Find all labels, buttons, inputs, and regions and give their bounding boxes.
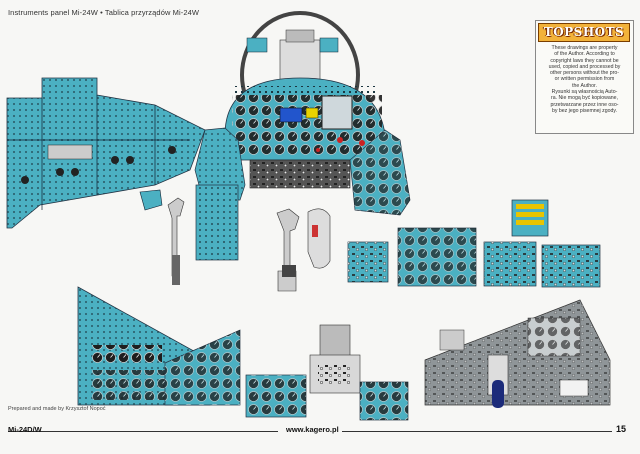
publisher-website: www.kagero.pl xyxy=(286,425,339,434)
title-separator: • xyxy=(100,8,105,17)
topshots-logo: TOPSHOTS xyxy=(538,23,630,42)
topshots-notice: TOPSHOTS These drawings are property of … xyxy=(535,20,634,134)
center-seat-console xyxy=(309,324,409,421)
author-credit: Prepared and made by Krzysztof Nopoć xyxy=(8,406,106,412)
page-title: Instruments panel Mi-24W • Tablica przyr… xyxy=(8,8,199,17)
title-english: Instruments panel Mi-24W xyxy=(8,8,98,17)
main-instrument-panel xyxy=(194,11,411,261)
center-control-grips xyxy=(276,208,331,292)
left-side-console xyxy=(6,77,206,229)
right-side-panels xyxy=(347,199,601,288)
cyclic-stick-left xyxy=(167,197,185,285)
footer-rule-left xyxy=(8,431,278,432)
page-number: 15 xyxy=(616,424,627,434)
title-polish: Tablica przyrządów Mi-24W xyxy=(104,8,200,17)
aircraft-model: Mi-24D/W xyxy=(8,425,42,434)
gunner-right-console xyxy=(424,299,611,408)
gunner-left-console xyxy=(77,286,307,418)
footer-rule-right xyxy=(342,431,612,432)
copyright-notice: These drawings are property of the Autho… xyxy=(548,45,621,114)
